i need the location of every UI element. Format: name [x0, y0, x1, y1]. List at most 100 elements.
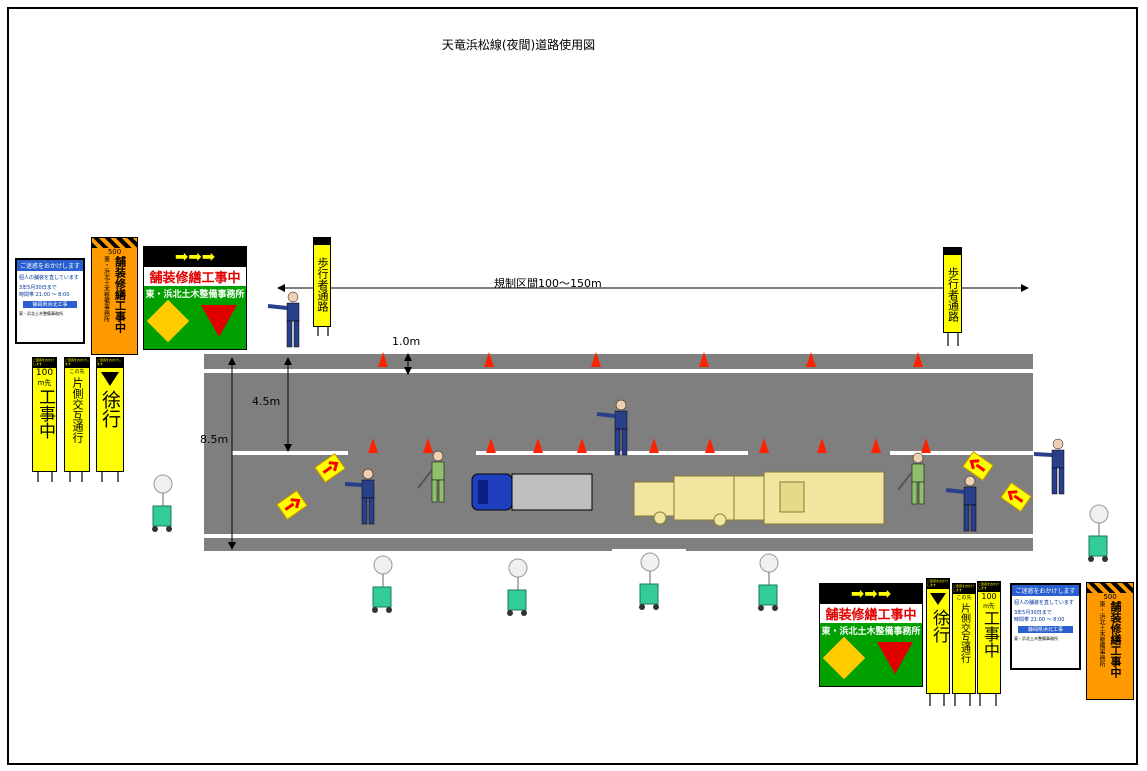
notice-badge: 静岡県浜北工事 — [23, 301, 77, 308]
slow-main: 徐行 — [99, 390, 121, 428]
flagger — [945, 475, 977, 532]
traffic-cone — [921, 438, 931, 453]
notice-footer: 東・浜北土木整備事務所 — [1014, 636, 1058, 641]
distance-board-left: ご迷惑をおかけします 100 m先 工事中 — [32, 357, 57, 472]
orange-board-right: 500 東・浜北土木整備事務所 舗装修繕工事中 — [1086, 582, 1134, 700]
board-sub-text: 東・浜北土木整備事務所 — [821, 627, 921, 637]
orange-board-main: 舗装修繕工事中 — [113, 256, 127, 333]
light-tower — [372, 555, 393, 613]
notice-line2: 3年5月30日まで — [1014, 610, 1052, 616]
notice-line3: 時間帯 21:00 ～ 8:00 — [1014, 617, 1065, 623]
shoulder-line-top — [204, 369, 1033, 373]
small-header: ご迷惑をおかけします — [953, 584, 975, 594]
traffic-cone — [759, 438, 769, 453]
flagger — [1033, 438, 1065, 495]
notice-line2: 3年5月30日まで — [19, 285, 57, 291]
flagger — [596, 399, 628, 456]
orange-board-sub: 東・浜北土木整備事務所 — [1098, 601, 1105, 667]
board-sub-text: 東・浜北土木整備事務所 — [145, 290, 245, 300]
notice-board-right: ご迷惑をおかけします 個人の舗装を直しています 3年5月30日まで 時間帯 21… — [1010, 583, 1081, 670]
slow-yield-icon — [201, 305, 237, 337]
alternate-traffic-board-left: ご迷惑をおかけします この先 片側交互通行 — [64, 357, 90, 472]
traffic-cone — [591, 352, 601, 367]
traffic-cone — [577, 438, 587, 453]
alternate-top: この先 — [956, 595, 972, 601]
small-header: ご迷惑をおかけします — [97, 358, 123, 368]
flagger — [344, 468, 375, 525]
distance-main: 工事中 — [981, 610, 1000, 658]
traffic-cone — [368, 438, 378, 453]
notice-footer: 東・浜北土木整備事務所 — [19, 311, 63, 316]
traffic-cones-top — [378, 352, 923, 367]
small-header: ご迷惑をおかけします — [33, 358, 56, 368]
arrow-sign-left-2 — [276, 490, 308, 520]
arrow-panel: ➡➡➡ — [144, 247, 246, 267]
light-tower — [639, 552, 660, 610]
traffic-cones-center — [368, 438, 931, 453]
shoulder-line-bottom — [204, 534, 1033, 538]
distance-unit: m先 — [37, 379, 52, 387]
alternate-top: この先 — [69, 369, 85, 375]
traffic-cone — [486, 438, 496, 453]
traffic-cone — [533, 438, 543, 453]
diagram-title: 天竜浜松線(夜間)道路使用図 — [441, 38, 596, 52]
traffic-cone — [484, 352, 494, 367]
orange-board-left: 500 東・浜北土木整備事務所 舗装修繕工事中 — [91, 237, 138, 355]
slow-yield-icon — [877, 642, 913, 674]
pedestrian-main: 歩行者通路 — [316, 257, 329, 312]
slow-main: 徐行 — [929, 609, 949, 643]
orange-board-sub: 東・浜北土木整備事務所 — [102, 256, 110, 322]
alternate-main: 片側交互通行 — [958, 603, 970, 663]
traffic-cone — [423, 438, 433, 453]
slow-triangle-icon — [930, 593, 946, 605]
orange-board-distance: 500 — [1103, 593, 1117, 601]
board-main-text: 舗装修繕工事中 — [144, 267, 246, 286]
traffic-cone — [817, 438, 827, 453]
traffic-cone — [649, 438, 659, 453]
lane-width-label: 4.5m — [252, 395, 281, 408]
dump-truck — [471, 473, 593, 511]
distance-main: 工事中 — [35, 388, 55, 439]
arrow-sign-right-2 — [1000, 482, 1032, 512]
traffic-cone — [913, 352, 923, 367]
traffic-cone — [705, 438, 715, 453]
traffic-cone — [806, 352, 816, 367]
construction-board-left: ➡➡➡ 舗装修繕工事中 東・浜北土木整備事務所 — [143, 246, 247, 350]
orange-board-main: 舗装修繕工事中 — [1109, 601, 1122, 678]
shoulder-width-label: 1.0m — [392, 335, 421, 348]
worker — [417, 450, 445, 503]
construction-board-right: ➡➡➡ 舗装修繕工事中 東・浜北土木整備事務所 — [819, 583, 923, 687]
arrow-panel: ➡➡➡ — [820, 584, 922, 604]
road-gap — [612, 549, 686, 553]
notice-board-left: ご迷惑をおかけします 個人の舗装を直しています 3年5月30日まで 時間帯 21… — [15, 258, 85, 344]
alternate-traffic-board-right: ご迷惑をおかけします この先 片側交互通行 — [952, 583, 976, 694]
pedestrian-board-left: 歩行者通路 — [313, 237, 331, 327]
slow-board-right: ご迷惑をおかけします 徐行 — [926, 578, 950, 694]
notice-line1: 個人の舗装を直しています — [19, 275, 79, 281]
slow-triangle-icon — [101, 372, 119, 386]
arrow-sign-left-1 — [314, 453, 346, 483]
traffic-cone — [699, 352, 709, 367]
notice-header: ご迷惑をおかけします — [1012, 585, 1079, 596]
distance-board-right: ご迷惑をおかけします 100 m先 工事中 — [977, 581, 1001, 694]
traffic-cone — [378, 352, 388, 367]
distance-top: 100 — [981, 592, 997, 601]
pedestrian-board-right: 歩行者通路 — [943, 247, 962, 333]
distance-unit: m先 — [983, 603, 995, 610]
slow-board-left: ご迷惑をおかけします 徐行 — [96, 357, 124, 472]
road-width-label: 8.5m — [200, 433, 229, 446]
light-tower — [1088, 504, 1109, 562]
center-line — [476, 451, 748, 455]
light-tower — [758, 553, 779, 611]
alternate-main: 片側交互通行 — [71, 377, 84, 443]
flagger — [267, 291, 300, 348]
asphalt-paver — [633, 471, 885, 527]
sign-legs — [37, 326, 997, 706]
notice-line3: 時間帯 21:00 ～ 8:00 — [19, 292, 70, 298]
traffic-cone — [871, 438, 881, 453]
small-header: ご迷惑をおかけします — [65, 358, 89, 368]
light-tower — [507, 558, 528, 616]
notice-line1: 個人の舗装を直しています — [1014, 600, 1074, 606]
light-tower — [152, 474, 173, 532]
